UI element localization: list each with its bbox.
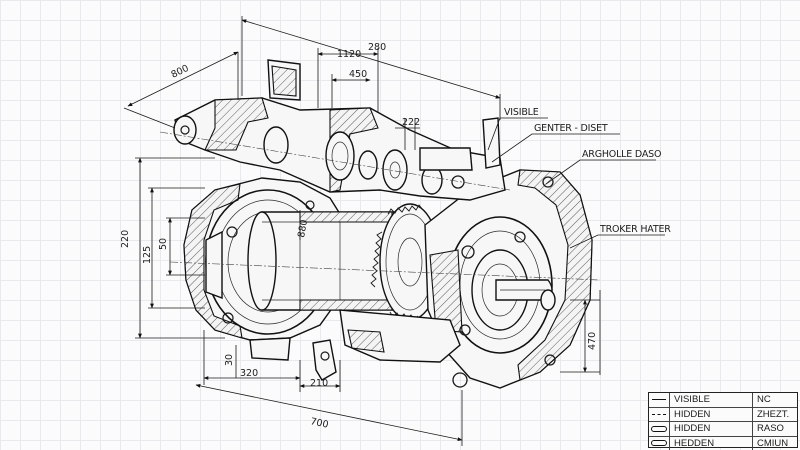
dim-700: 700 (309, 416, 329, 431)
line-legend-table: VISIBLE NC HIDDEN ZHEZT. HIDDEN RASO HED… (648, 392, 798, 450)
solid-line-icon (652, 399, 666, 401)
dashed-line-icon (652, 413, 666, 415)
right-housing (424, 169, 593, 389)
legend-code: RASO (757, 423, 784, 434)
legend-name: HEDDEN (670, 436, 753, 450)
pill-line-icon (651, 440, 667, 447)
dim-880: 880 (296, 219, 310, 239)
legend-name: VISIBLE (670, 393, 753, 407)
dim-30: 30 (224, 354, 235, 366)
dim-280: 280 (368, 42, 386, 53)
callout-genter-diset: GENTER - DISET (534, 123, 608, 134)
legend-code: CMIUN (757, 437, 789, 449)
gearbox-assembly (159, 59, 601, 389)
centerline (169, 261, 601, 281)
upper-shaft-train (159, 59, 511, 201)
dim-125: 125 (142, 246, 153, 264)
legend-code: NC (757, 394, 771, 405)
dim-320: 320 (240, 368, 258, 379)
legend-name: HIDDEN (670, 422, 753, 436)
dim-220: 220 (120, 230, 131, 248)
dim-450: 450 (349, 69, 367, 80)
legend-row: HEDDEN CMIUN (649, 436, 797, 450)
legend-name: HIDDEN (670, 407, 753, 421)
center-drum (247, 211, 396, 311)
legend-code: ZHEZT. (757, 408, 790, 420)
callout-leaders (487, 117, 665, 249)
dim-50: 50 (158, 238, 169, 250)
dim-800: 800 (169, 63, 190, 81)
callout-troker-hater: TROKER HATER (599, 224, 671, 235)
mounting-feet (249, 309, 461, 381)
callout-visible: VISIBLE (504, 107, 539, 118)
dim-1120: 1120 (337, 49, 361, 60)
pill-line-icon (651, 425, 667, 432)
dimension-lines (123, 16, 601, 446)
dim-210: 210 (310, 378, 328, 389)
legend-row: HIDDEN RASO (649, 422, 797, 437)
dim-222: 222 (402, 117, 420, 128)
legend-row: HIDDEN ZHEZT. (649, 407, 797, 422)
dim-470: 470 (587, 332, 598, 350)
legend-row: VISIBLE NC (649, 393, 797, 408)
callout-argholle-daso: ARGHOLLE DASO (582, 149, 661, 160)
